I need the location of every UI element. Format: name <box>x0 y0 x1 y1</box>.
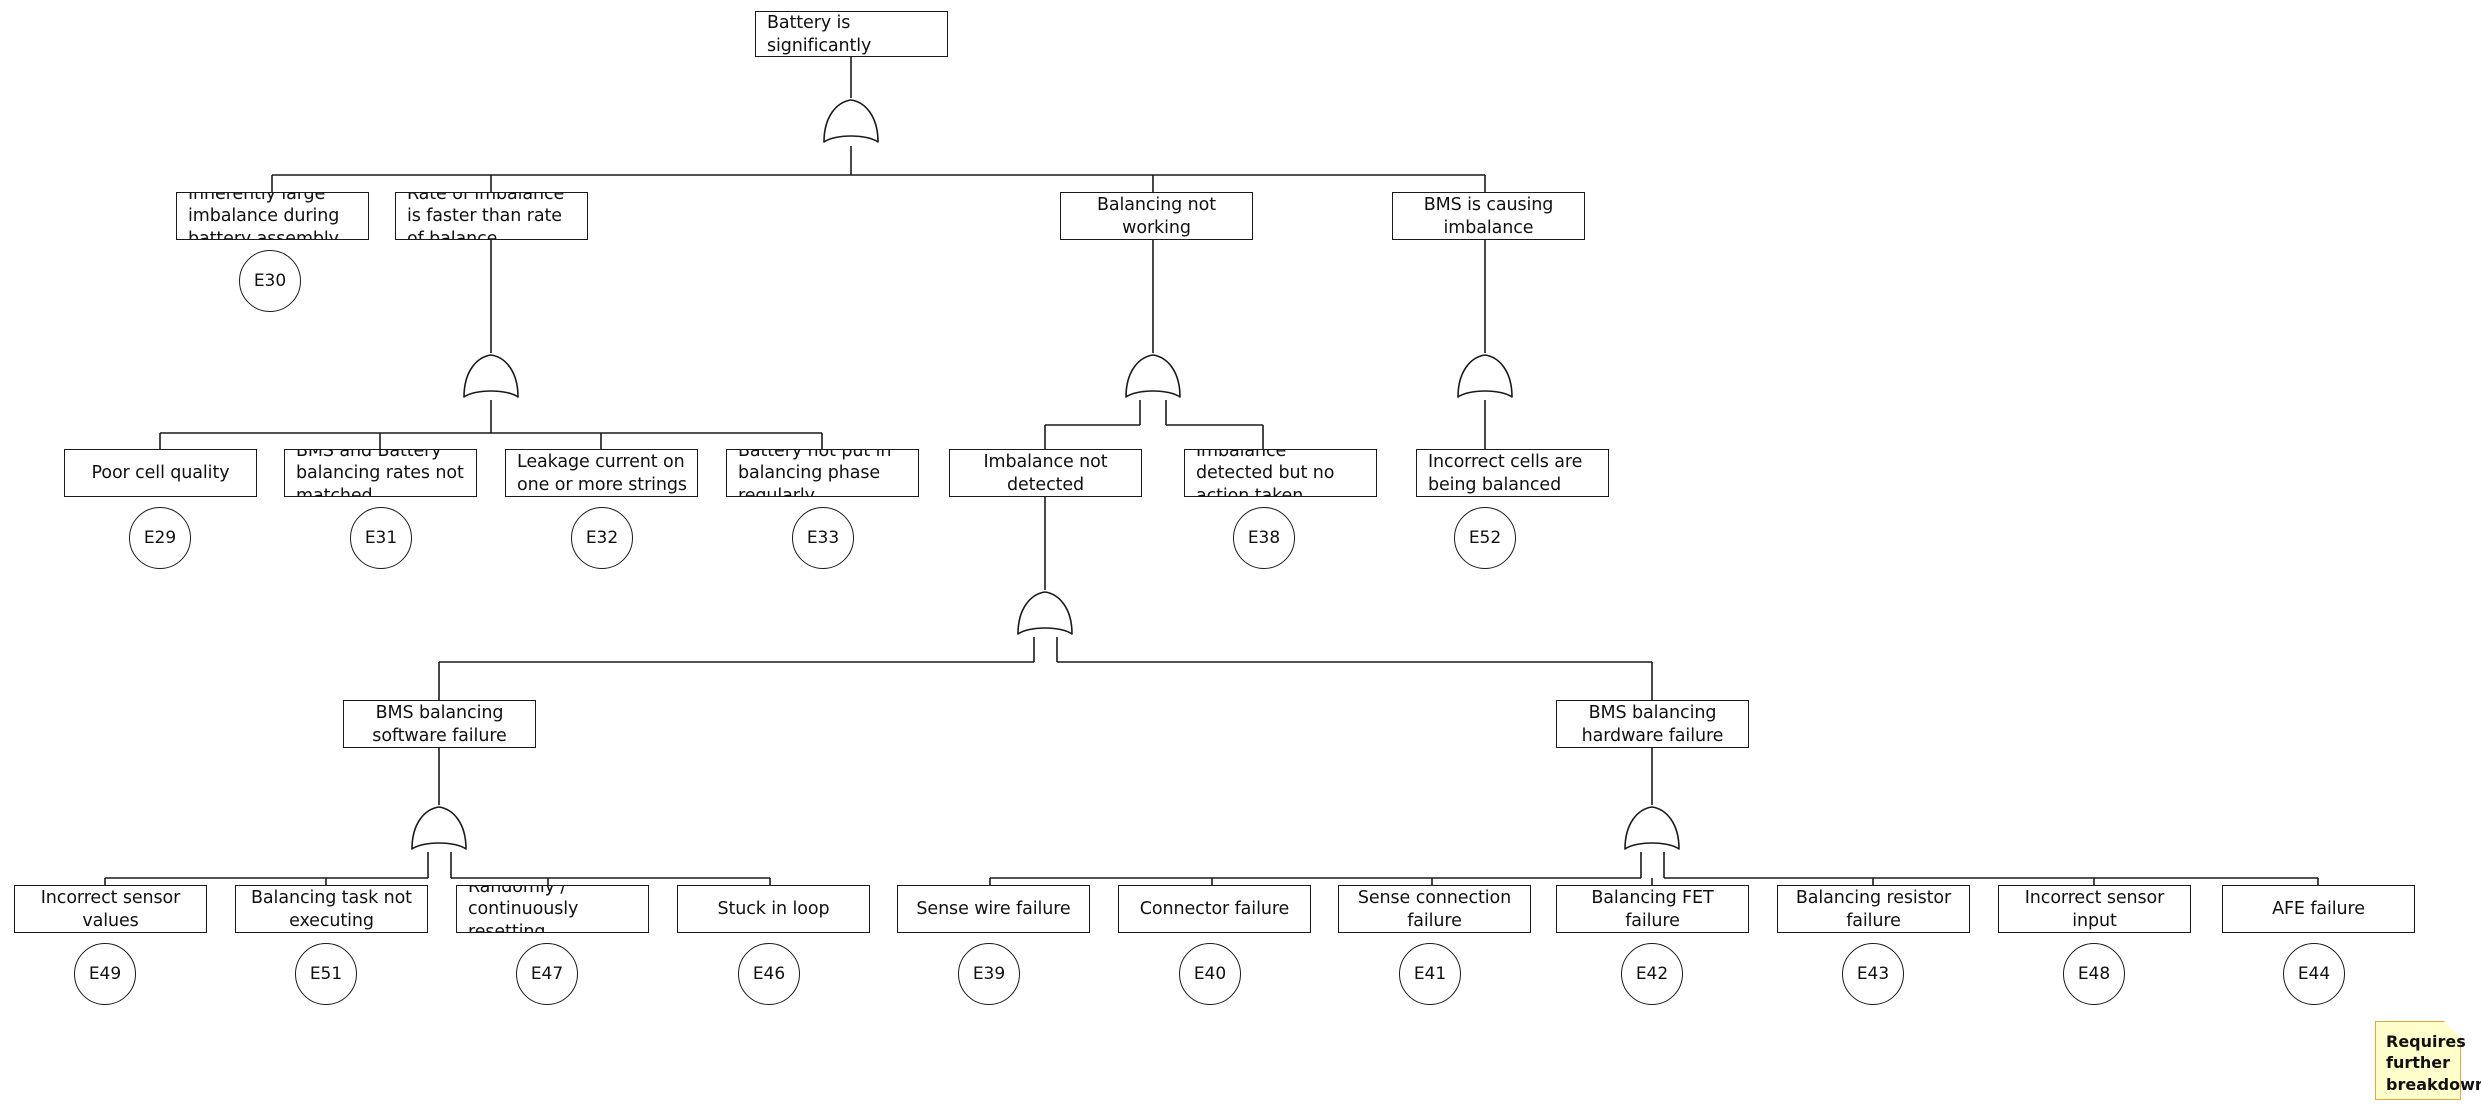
or-gate-top <box>819 98 883 146</box>
node-randomly-continuously-resetting[interactable]: Randomly / continuously resetting <box>456 885 649 933</box>
node-inherently-large-imbalance[interactable]: Inherently large imbalance during batter… <box>176 192 369 240</box>
node-stuck-in-loop[interactable]: Stuck in loop <box>677 885 870 933</box>
node-bms-battery-rates-not-matched[interactable]: BMS and Battery balancing rates not matc… <box>284 449 477 497</box>
event-circle-e44[interactable]: E44 <box>2283 943 2345 1005</box>
node-connector-failure[interactable]: Connector failure <box>1118 885 1311 933</box>
event-circle-e30[interactable]: E30 <box>239 250 301 312</box>
event-circle-e31[interactable]: E31 <box>350 507 412 569</box>
node-incorrect-sensor-values[interactable]: Incorrect sensor values <box>14 885 207 933</box>
event-circle-e47[interactable]: E47 <box>516 943 578 1005</box>
node-bms-causing-imbalance[interactable]: BMS is causing imbalance <box>1392 192 1585 240</box>
node-sense-connection-failure[interactable]: Sense connection failure <box>1338 885 1531 933</box>
node-leakage-current[interactable]: Leakage current on one or more strings <box>505 449 698 497</box>
node-sense-wire-failure[interactable]: Sense wire failure <box>897 885 1090 933</box>
event-circle-e41[interactable]: E41 <box>1399 943 1461 1005</box>
event-circle-e38[interactable]: E38 <box>1233 507 1295 569</box>
or-gate-imbalance-not-detected <box>1013 590 1077 638</box>
legend-sticky-text: Requires further breakdown <box>2386 1032 2481 1094</box>
or-gate-software-failure <box>407 805 471 853</box>
or-gate-balancing-not-working <box>1121 353 1185 401</box>
node-rate-of-imbalance[interactable]: Rate of imbalance is faster than rate of… <box>395 192 588 240</box>
node-balancing-not-working[interactable]: Balancing not working <box>1060 192 1253 240</box>
node-bms-balancing-hardware-failure[interactable]: BMS balancing hardware failure <box>1556 700 1749 748</box>
node-imbalance-detected-no-action[interactable]: Imbalance detected but no action taken <box>1184 449 1377 497</box>
legend-sticky-note: Requires further breakdown <box>2375 1021 2481 1100</box>
event-circle-e39[interactable]: E39 <box>958 943 1020 1005</box>
event-circle-e48[interactable]: E48 <box>2063 943 2125 1005</box>
event-circle-e33[interactable]: E33 <box>792 507 854 569</box>
or-gate-rate-of-imbalance <box>459 353 523 401</box>
node-incorrect-sensor-input[interactable]: Incorrect sensor input <box>1998 885 2191 933</box>
event-circle-e46[interactable]: E46 <box>738 943 800 1005</box>
or-gate-bms-causing-imbalance <box>1453 353 1517 401</box>
event-circle-e51[interactable]: E51 <box>295 943 357 1005</box>
node-top-event[interactable]: G004 is violated: Battery is significant… <box>755 11 948 57</box>
node-balancing-task-not-executing[interactable]: Balancing task not executing <box>235 885 428 933</box>
event-circle-e42[interactable]: E42 <box>1621 943 1683 1005</box>
event-circle-e40[interactable]: E40 <box>1179 943 1241 1005</box>
node-afe-failure[interactable]: AFE failure <box>2222 885 2415 933</box>
node-incorrect-cells-being-balanced[interactable]: Incorrect cells are being balanced <box>1416 449 1609 497</box>
folded-corner-icon <box>2444 1021 2461 1038</box>
event-circle-e52[interactable]: E52 <box>1454 507 1516 569</box>
node-bms-balancing-software-failure[interactable]: BMS balancing software failure <box>343 700 536 748</box>
node-balancing-resistor-failure[interactable]: Balancing resistor failure <box>1777 885 1970 933</box>
node-battery-not-put-in-balancing-phase[interactable]: Battery not put in balancing phase regul… <box>726 449 919 497</box>
node-balancing-fet-failure[interactable]: Balancing FET failure <box>1556 885 1749 933</box>
event-circle-e49[interactable]: E49 <box>74 943 136 1005</box>
node-poor-cell-quality[interactable]: Poor cell quality <box>64 449 257 497</box>
event-circle-e32[interactable]: E32 <box>571 507 633 569</box>
event-circle-e43[interactable]: E43 <box>1842 943 1904 1005</box>
or-gate-hardware-failure <box>1620 805 1684 853</box>
event-circle-e29[interactable]: E29 <box>129 507 191 569</box>
node-imbalance-not-detected[interactable]: Imbalance not detected <box>949 449 1142 497</box>
